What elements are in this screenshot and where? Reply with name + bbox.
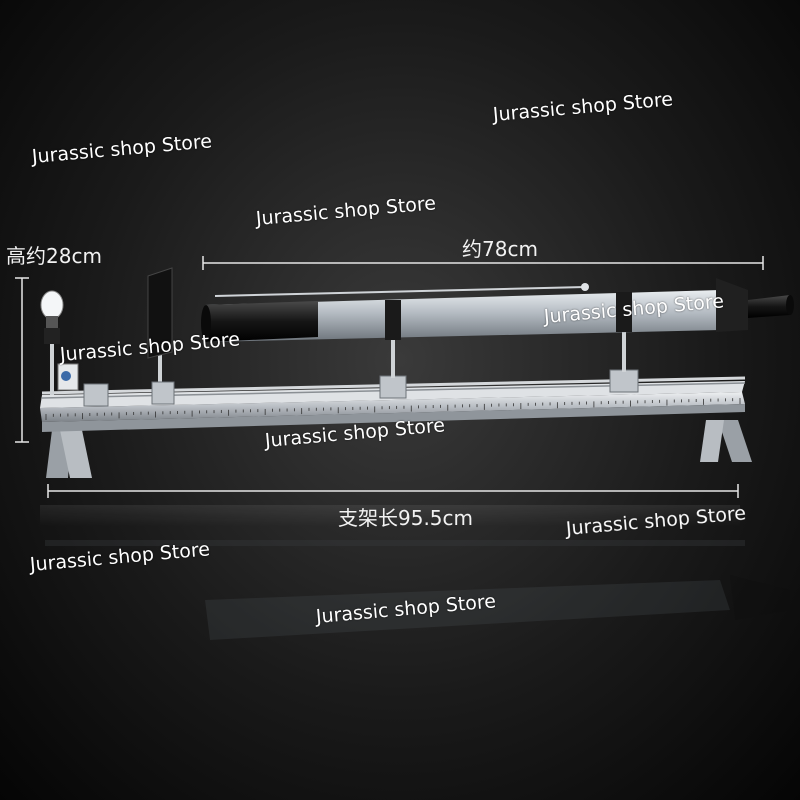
- height-dimension-line: [15, 277, 29, 443]
- rail-length-dimension-line: [47, 484, 739, 498]
- slit-screen: [147, 267, 173, 395]
- tube-length-dimension-label: 约78cm: [462, 237, 538, 261]
- tube-length-dimension-line: [202, 256, 764, 270]
- rail-ruler: [45, 398, 741, 420]
- light-source-lamp: [40, 290, 79, 395]
- eyepiece: [716, 278, 794, 332]
- rail-legs: [46, 420, 752, 478]
- rail-carriers: [83, 369, 639, 407]
- rail-length-dimension-label: 支架长95.5cm: [338, 506, 474, 530]
- table-reflection: [40, 505, 790, 640]
- height-dimension-label: 高约28cm: [6, 244, 102, 268]
- telescope-tube: [201, 283, 720, 342]
